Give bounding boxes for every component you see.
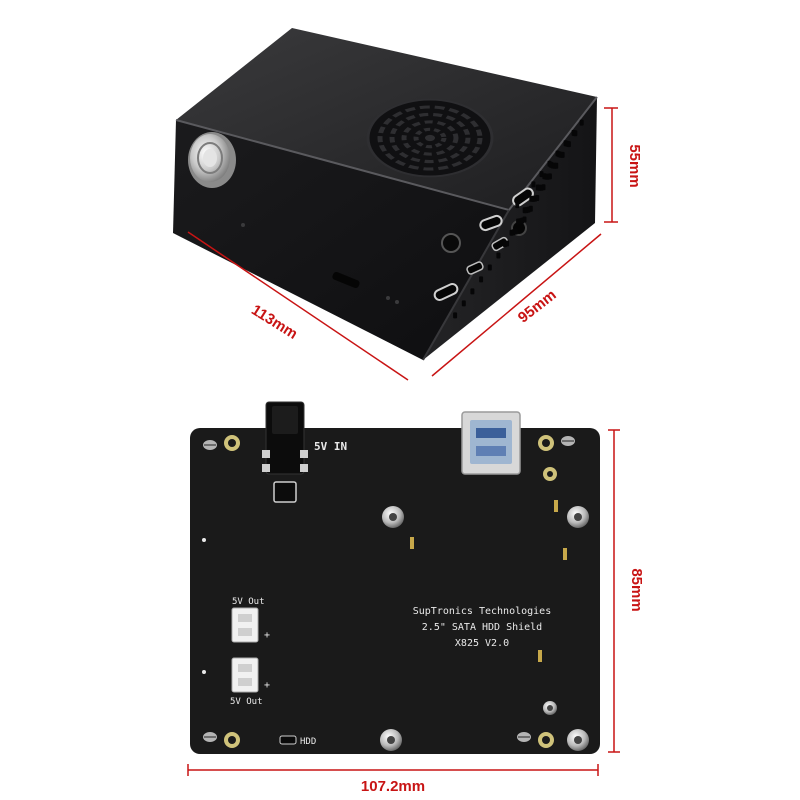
5v-out-connector-top xyxy=(231,607,259,643)
front-led xyxy=(395,300,399,304)
dc-jack-port xyxy=(441,233,461,253)
board-model-line: X825 V2.0 xyxy=(455,638,509,649)
label-hdd: HDD xyxy=(300,737,316,747)
vent-hole xyxy=(461,300,466,307)
case-length-label: 113mm xyxy=(248,301,300,342)
label-5v-in: 5V IN xyxy=(314,440,347,453)
pcb-board: 5V IN xyxy=(190,401,600,754)
board-product-line: 2.5" SATA HDD Shield xyxy=(422,622,542,633)
vent-hole xyxy=(505,240,510,247)
pin-components xyxy=(410,500,567,662)
mounting-holes xyxy=(224,435,557,748)
inductor-component xyxy=(273,481,297,503)
vent-hole xyxy=(523,191,528,198)
board-dot xyxy=(202,670,206,674)
case-front-face xyxy=(173,120,509,360)
vent-hole xyxy=(541,184,546,191)
usb-c-port xyxy=(479,214,503,232)
usb-c-port xyxy=(433,283,459,301)
vent-hole xyxy=(560,151,565,158)
label-5v-out-top: 5V Out xyxy=(232,597,265,607)
front-led xyxy=(386,296,390,300)
dimension-line-length xyxy=(187,231,409,381)
metal-case xyxy=(173,28,598,361)
standoffs xyxy=(380,506,589,751)
vent-hole xyxy=(479,276,484,283)
vent-hole xyxy=(579,119,584,126)
front-slot xyxy=(332,271,360,289)
vent-hole xyxy=(522,216,527,223)
vent-hole xyxy=(487,264,492,271)
usb-port xyxy=(461,411,521,475)
case-vertical-edge xyxy=(422,209,510,361)
usb-c-port xyxy=(512,187,534,207)
vent-hole xyxy=(566,141,571,148)
fan-grille xyxy=(366,98,494,178)
pcb-body xyxy=(190,428,600,754)
screws xyxy=(203,436,575,742)
5v-out-connector-bottom xyxy=(231,657,259,693)
vent-hole xyxy=(531,181,536,188)
hdd-led-connector xyxy=(279,735,297,745)
label-plus-top: + xyxy=(264,630,270,641)
vent-hole xyxy=(535,195,540,201)
board-height-label: 85mm xyxy=(628,568,645,611)
case-width-label: 95mm xyxy=(515,286,560,326)
vent-hole xyxy=(515,202,520,209)
board-dimensions: 107.2mm 85mm xyxy=(187,429,645,795)
side-vent-holes xyxy=(453,119,584,319)
vent-hole xyxy=(453,312,458,319)
micro-hdmi-port xyxy=(466,261,484,275)
vent-hole xyxy=(528,205,533,212)
label-5v-out-bottom: 5V Out xyxy=(230,697,263,707)
vent-hole xyxy=(470,288,475,295)
front-hole xyxy=(241,223,245,227)
board-brand-line: SupTronics Technologies xyxy=(413,606,551,617)
micro-hdmi-port xyxy=(491,236,509,252)
dimension-line-width xyxy=(431,233,602,377)
vent-hole xyxy=(554,162,559,169)
board-width-label: 107.2mm xyxy=(361,778,425,795)
dc-jack-5v-in xyxy=(262,401,308,475)
vent-hole xyxy=(513,228,518,235)
side-ports xyxy=(433,187,534,301)
power-button xyxy=(188,132,236,188)
vent-hole xyxy=(496,252,501,259)
case-height-label: 55mm xyxy=(626,144,643,187)
vent-hole xyxy=(547,173,552,180)
label-plus-bottom: + xyxy=(264,680,270,691)
vent-hole xyxy=(573,130,578,137)
board-dot xyxy=(202,538,206,542)
